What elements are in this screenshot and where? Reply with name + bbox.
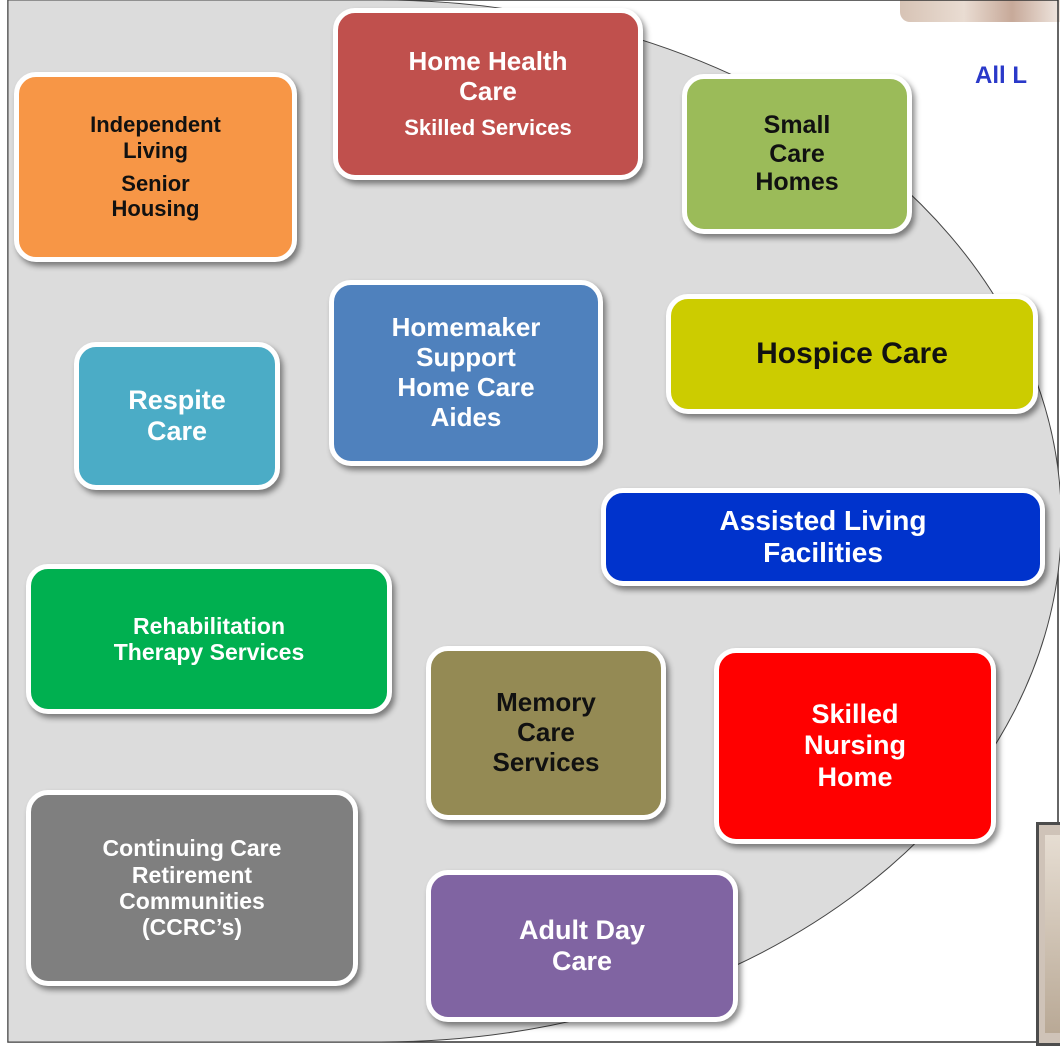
box-label-line: Home Care: [397, 372, 535, 402]
box-label-line: Support: [416, 342, 516, 373]
box-label-line: Memory: [496, 687, 596, 718]
box-homemaker-support: Homemaker Support Home Care Aides: [329, 280, 603, 466]
box-label-line: Assisted Living: [719, 504, 927, 536]
box-label-line: Respite: [128, 384, 226, 415]
box-skilled-nursing: Skilled Nursing Home: [714, 648, 996, 844]
top-photo-fragment: [900, 0, 1060, 22]
box-label-line: Homemaker: [391, 312, 541, 343]
box-label-line: Care: [769, 139, 825, 168]
box-label-line: (CCRC’s): [141, 914, 243, 941]
box-independent-living: Independent Living Senior Housing: [14, 72, 297, 262]
box-label-line: Adult Day: [518, 914, 645, 945]
box-label-line: Home Health: [408, 46, 568, 77]
box-label-line: Continuing Care: [102, 835, 282, 862]
box-label-line: Skilled: [811, 699, 899, 730]
box-sublabel: Skilled Services: [404, 115, 572, 141]
box-label-line: Senior: [121, 171, 190, 196]
box-label-line: Nursing: [803, 730, 906, 761]
box-label-line: Facilities: [763, 537, 883, 568]
box-label-line: Aides: [430, 401, 502, 432]
box-label-line: Therapy Services: [113, 639, 305, 665]
box-label-line: Care: [517, 717, 575, 748]
box-rehabilitation: Rehabilitation Therapy Services: [26, 564, 392, 714]
box-label-line: Small: [763, 110, 831, 139]
box-memory-care: Memory Care Services: [426, 646, 666, 820]
box-label-line: Living: [123, 137, 188, 163]
box-label-line: Retirement: [131, 861, 253, 888]
box-label-line: Hospice Care: [756, 336, 948, 370]
box-home-health-care: Home Health Care Skilled Services: [333, 8, 643, 180]
box-hospice-care: Hospice Care: [666, 294, 1038, 414]
box-label-line: Care: [551, 946, 613, 976]
box-label-line: Services: [492, 746, 600, 777]
box-label-line: Home: [817, 761, 893, 792]
photo-inner: [1045, 835, 1060, 1033]
box-ccrc: Continuing Care Retirement Communities (…: [26, 790, 358, 986]
box-respite-care: Respite Care: [74, 342, 280, 490]
box-label-line: Housing: [111, 196, 200, 222]
box-assisted-living: Assisted Living Facilities: [601, 488, 1045, 586]
headline-text: All L: [975, 62, 1027, 89]
bottom-photo-fragment: [1036, 822, 1060, 1046]
box-label-line: Care: [459, 76, 517, 107]
box-label-line: Independent: [90, 112, 221, 138]
box-label-line: Care: [146, 416, 208, 446]
box-small-care-homes: Small Care Homes: [682, 74, 912, 234]
box-label-line: Homes: [755, 168, 839, 197]
box-adult-day-care: Adult Day Care: [426, 870, 738, 1022]
box-label-line: Rehabilitation: [132, 612, 286, 639]
box-label-line: Communities: [119, 888, 265, 914]
